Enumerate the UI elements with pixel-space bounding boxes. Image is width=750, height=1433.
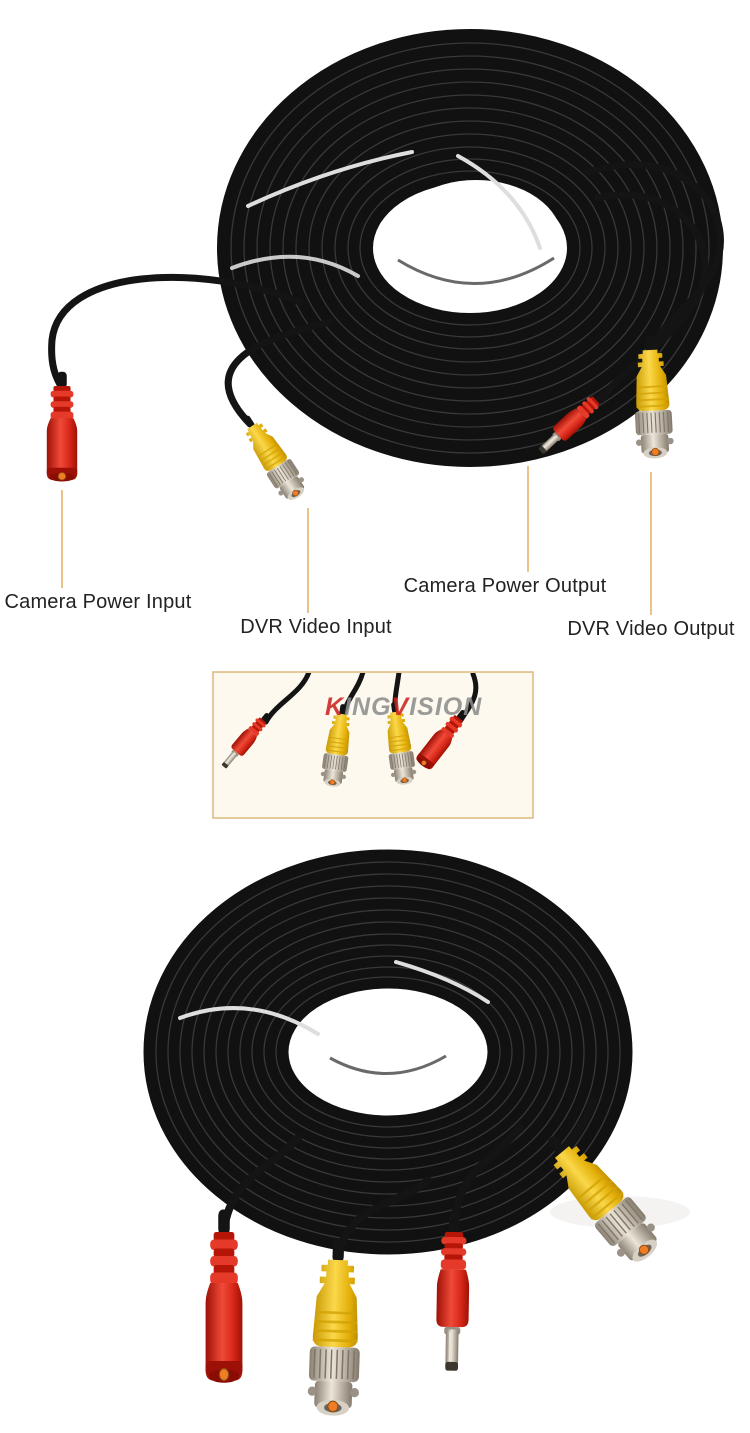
- top-photo: [46, 29, 724, 615]
- annotation-leader-lines: [61, 466, 652, 615]
- watermark-letter-v: V: [391, 693, 410, 721]
- bottom-coil-ties: [178, 960, 490, 1036]
- bottom-coil-winding-highlights: [155, 861, 621, 1243]
- watermark-letters-ision: ISION: [409, 693, 483, 721]
- inset-frame: [212, 671, 534, 819]
- cable-to-bnc-right-bottom: [560, 1098, 596, 1154]
- cable-to-video-input: [224, 318, 334, 428]
- bottom-photo: [143, 849, 690, 1418]
- top-coil-hole-inner-edge: [397, 256, 555, 285]
- brand-watermark: KINGVISION: [325, 693, 545, 722]
- top-lead-cables: [48, 161, 724, 428]
- inset-thumbnail: [212, 671, 534, 819]
- dc-power-female-connector-bottom: [205, 1208, 243, 1384]
- cable-to-video-output: [584, 161, 724, 353]
- label-dvr-video-output: DVR Video Output: [567, 618, 735, 640]
- cable-to-dc-male-bottom: [450, 1124, 524, 1234]
- watermark-letter-k: K: [325, 693, 345, 721]
- bottom-coil-hole: [326, 1008, 450, 1084]
- top-coil-ties: [230, 150, 542, 278]
- bottom-cable-coil: [143, 849, 633, 1255]
- bnc-connector-bottom-middle: [305, 1236, 366, 1418]
- top-cable-coil: [217, 29, 723, 467]
- cable-to-power-input: [48, 273, 304, 390]
- label-camera-power-input: Camera Power Input: [4, 591, 192, 613]
- cable-to-power-output: [594, 191, 709, 404]
- bottom-coil-hole-inner-edge: [329, 1054, 447, 1075]
- label-camera-power-output: Camera Power Output: [403, 575, 607, 597]
- dc-power-female-connector-top: [46, 371, 78, 482]
- watermark-letters-ing: ING: [344, 693, 392, 721]
- label-dvr-video-input: DVR Video Input: [240, 616, 392, 638]
- top-coil-winding-highlights: [230, 42, 710, 454]
